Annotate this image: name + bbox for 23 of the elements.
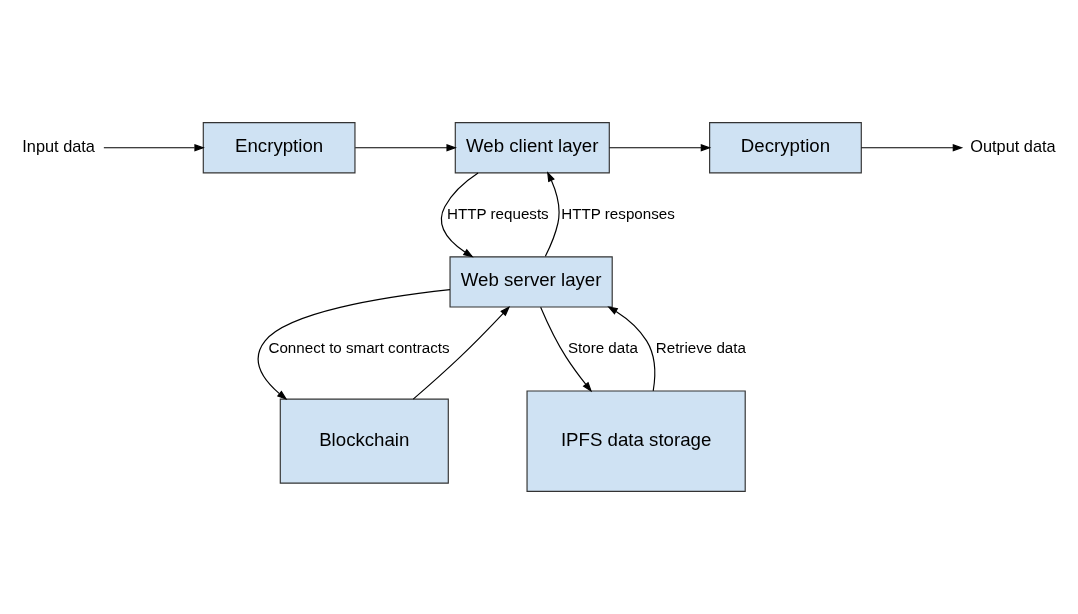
edge-label: Retrieve data [655, 338, 746, 356]
edge-label: HTTP requests [447, 204, 549, 222]
arrow [607, 306, 656, 392]
arrow [354, 144, 457, 152]
node-box: Web client layer [454, 122, 610, 174]
node-box: Decryption [709, 122, 862, 174]
node-box: Web server layer [449, 256, 613, 308]
node-text: Output data [970, 137, 1056, 156]
node-box: Blockchain [279, 398, 449, 484]
node-box: Encryption [202, 122, 356, 174]
edge-label: HTTP responses [561, 204, 675, 222]
arrow [440, 172, 479, 258]
node-text: Input data [22, 137, 95, 156]
arrow [860, 144, 964, 152]
arrow [544, 171, 560, 257]
arrow [257, 289, 451, 401]
node-box: IPFS data storage [526, 390, 746, 492]
arrow [412, 306, 511, 400]
arrow [608, 144, 712, 152]
edge-label: Store data [567, 338, 638, 356]
edge-label: Connect to smart contracts [268, 338, 450, 356]
arrow [103, 144, 205, 152]
arrow [540, 306, 593, 393]
